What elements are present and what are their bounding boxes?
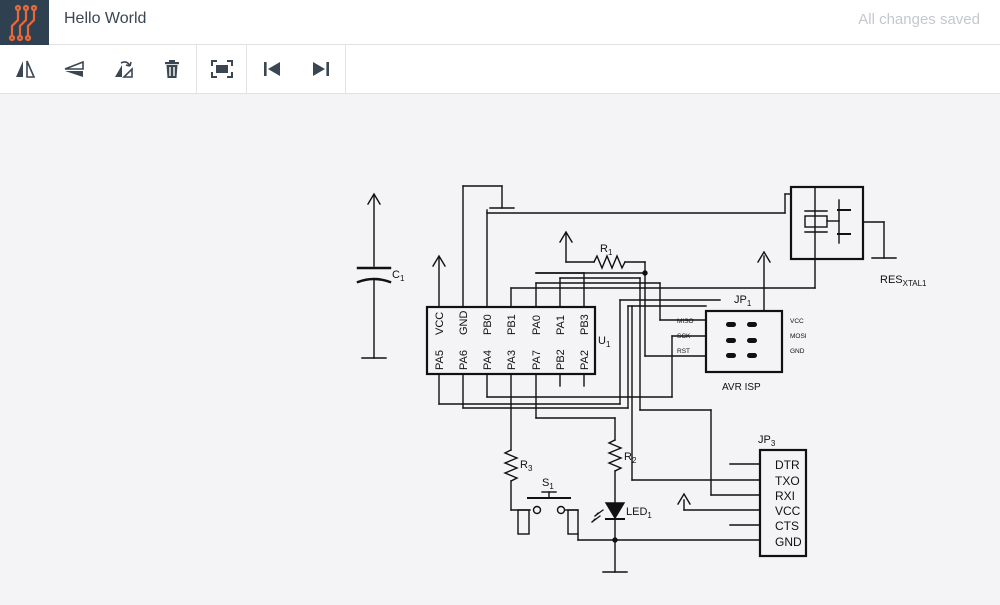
resistor-r3[interactable] [503, 449, 531, 535]
skip-next-icon [312, 62, 329, 76]
flip-horizontal-icon [15, 60, 35, 78]
s1-label: S1 [542, 477, 554, 491]
u1-pin-pa5: PA5 [434, 350, 446, 370]
u1-pin-pa0: PA0 [531, 315, 543, 335]
u1-pin-gnd: GND [458, 311, 470, 336]
rotate-icon [114, 61, 133, 78]
skip-previous-icon [263, 62, 280, 76]
jp1-label: JP1 [734, 294, 752, 308]
next-button[interactable] [296, 45, 345, 93]
u1-pin-pb1: PB1 [506, 314, 518, 335]
toolbar-divider [345, 45, 346, 93]
u1-pin-pa6: PA6 [458, 350, 470, 370]
jp1-pin-rst: RST [677, 348, 690, 355]
delete-button[interactable] [147, 45, 196, 93]
jp3-pin-dtr: DTR [775, 458, 800, 472]
jp3-pin-rxi: RXI [775, 489, 795, 503]
toolbar [0, 45, 1000, 94]
jp3-pin-txo: TXO [775, 474, 800, 488]
previous-button[interactable] [247, 45, 296, 93]
u1-pin-pa3: PA3 [506, 350, 518, 370]
u1-pin-pa4: PA4 [482, 350, 494, 370]
save-status: All changes saved [858, 11, 980, 28]
u1-pin-pb3: PB3 [579, 314, 591, 335]
r1-label: R1 [600, 243, 613, 257]
jp1-pin-miso: MISO [677, 318, 694, 325]
u1-pin-pa7: PA7 [531, 350, 543, 370]
jp1-caption: AVR ISP [722, 382, 761, 393]
jp1-pin-gnd: GND [790, 348, 805, 355]
header-jp1[interactable] [704, 250, 784, 374]
jp1-pin-vcc: VCC [790, 318, 804, 325]
flip-vertical-button[interactable] [49, 45, 98, 93]
project-title[interactable]: Hello World [64, 10, 147, 27]
u1-pin-pa2: PA2 [579, 350, 591, 370]
jp1-pin-mosi: MOSI [790, 333, 807, 340]
jp3-label: JP3 [758, 434, 776, 448]
rotate-button[interactable] [98, 45, 147, 93]
switch-s1[interactable] [527, 491, 761, 541]
u1-pin-pb0: PB0 [482, 314, 494, 335]
u1-pin-pb2: PB2 [555, 349, 567, 370]
toolbar-divider [246, 45, 247, 93]
schematic-canvas[interactable]: C1 R1 R2 R3 S1 LED1 U1 JP1 AVR ISP JP3 R… [0, 95, 1000, 600]
jp3-pin-gnd: GND [775, 535, 802, 549]
led-led1[interactable] [591, 502, 628, 573]
u1-label: U1 [598, 335, 611, 349]
fit-screen-icon [210, 60, 233, 78]
res-label: RESXTAL1 [880, 274, 927, 288]
led1-label: LED1 [626, 506, 652, 520]
jp3-pin-vcc: VCC [775, 504, 801, 518]
resistor-r2[interactable] [607, 439, 623, 504]
resonator-xtal1[interactable] [789, 185, 897, 261]
app-header: Hello World All changes saved [0, 0, 1000, 45]
capacitor-c1[interactable] [356, 192, 392, 359]
fit-screen-button[interactable] [197, 45, 246, 93]
trash-icon [164, 60, 179, 78]
schematic-diagram[interactable]: C1 R1 R2 R3 S1 LED1 U1 JP1 AVR ISP JP3 R… [0, 95, 1000, 600]
u1-pin-vcc: VCC [434, 312, 446, 335]
r2-label: R2 [624, 451, 637, 465]
jp1-pin-sck: SCK [677, 333, 691, 340]
r3-label: R3 [520, 459, 533, 473]
c1-label: C1 [392, 269, 405, 283]
jp3-pin-cts: CTS [775, 519, 799, 533]
header-jp3[interactable] [677, 448, 808, 558]
resistor-r1[interactable] [559, 230, 646, 270]
toolbar-divider [196, 45, 197, 93]
u1-pin-pa1: PA1 [555, 315, 567, 335]
circuit-logo-icon[interactable] [0, 0, 49, 45]
flip-horizontal-button[interactable] [0, 45, 49, 93]
flip-vertical-icon [64, 60, 84, 77]
